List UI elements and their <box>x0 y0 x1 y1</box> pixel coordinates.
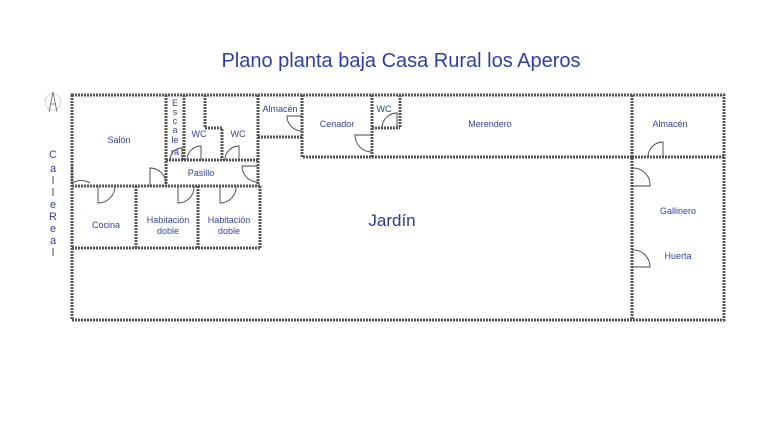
svg-text:e: e <box>50 223 56 235</box>
svg-text:a: a <box>50 163 57 175</box>
room-huerta: Huerta <box>664 251 691 261</box>
svg-text:E: E <box>172 98 178 108</box>
room-labels: Salón E s c a le ra WC WC Pasillo Cocina… <box>92 98 696 261</box>
room-jardin: Jardín <box>368 211 415 230</box>
room-escalera: E s c a le ra <box>171 98 179 157</box>
room-gallinero: Gallinero <box>660 206 696 216</box>
svg-text:R: R <box>49 211 57 223</box>
room-pasillo: Pasillo <box>188 168 215 178</box>
svg-text:l: l <box>52 247 54 259</box>
svg-text:e: e <box>50 199 56 211</box>
svg-text:le: le <box>171 135 178 145</box>
room-habitacion-1: Habitación <box>147 215 190 225</box>
north-arrow-icon <box>44 91 62 113</box>
svg-text:a: a <box>50 235 57 247</box>
svg-text:C: C <box>49 149 57 161</box>
svg-text:l: l <box>52 187 54 199</box>
svg-text:c: c <box>173 116 178 126</box>
room-salon: Salón <box>107 135 130 145</box>
room-merendero: Merendero <box>468 119 512 129</box>
svg-text:l: l <box>52 175 54 187</box>
room-wc-1: WC <box>192 129 207 139</box>
room-cenador: Cenador <box>320 119 355 129</box>
doors <box>71 112 664 268</box>
room-cocina: Cocina <box>92 220 120 230</box>
svg-text:doble: doble <box>157 226 179 236</box>
room-almacen-1: Almacén <box>262 104 297 114</box>
street-label: C a l l e R e a l <box>49 149 57 259</box>
room-wc-2: WC <box>231 129 246 139</box>
room-almacen-2: Almacén <box>652 119 687 129</box>
room-habitacion-2: Habitación <box>208 215 251 225</box>
svg-text:a: a <box>172 125 177 135</box>
svg-text:doble: doble <box>218 226 240 236</box>
room-wc-3: WC <box>377 104 392 114</box>
plan-title: Plano planta baja Casa Rural los Aperos <box>221 50 580 72</box>
svg-text:ra: ra <box>171 147 179 157</box>
svg-text:s: s <box>173 107 178 117</box>
walls <box>70 93 726 322</box>
